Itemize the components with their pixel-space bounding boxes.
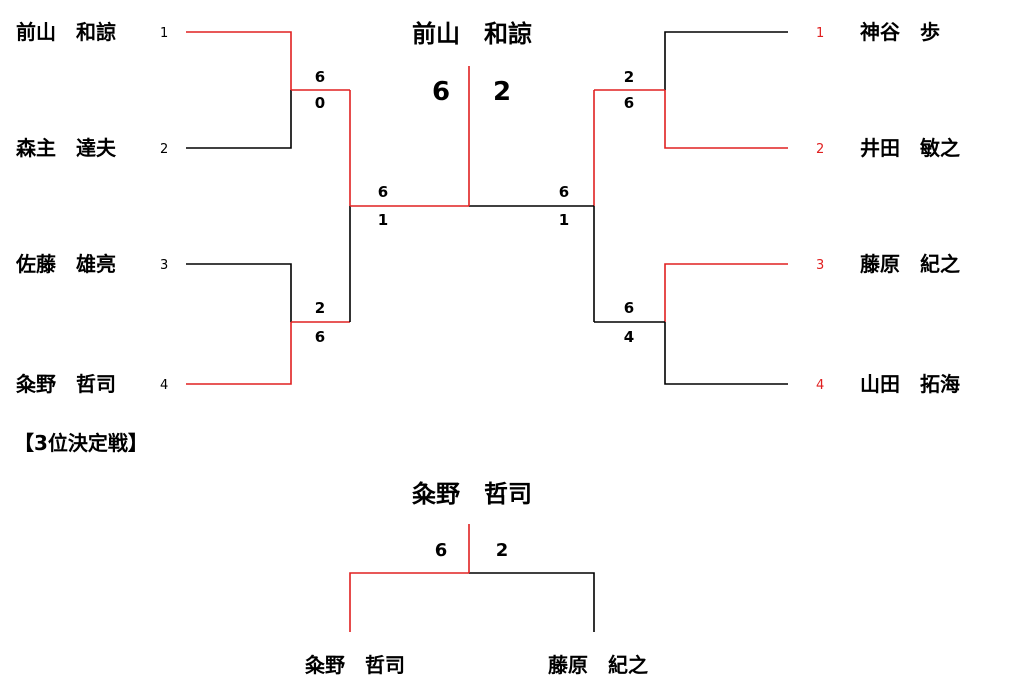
left-qf2-score-lower: 6 bbox=[315, 328, 325, 346]
left-player-3-seed: 3 bbox=[160, 258, 168, 273]
left-player-1-name: 前山 和諒 bbox=[16, 20, 116, 44]
right-qf2-score-upper: 6 bbox=[624, 299, 634, 317]
right-player-3-name: 藤原 紀之 bbox=[859, 252, 960, 276]
right-player-4-seed: 4 bbox=[816, 378, 824, 393]
scores: 6 0 2 6 6 1 2 6 6 4 6 1 6 2 bbox=[315, 68, 634, 346]
left-player-4-name: 粂野 哲司 bbox=[16, 372, 116, 396]
right-semi-score-lower: 1 bbox=[559, 211, 569, 229]
final-score-left: 6 bbox=[432, 77, 450, 107]
third-place-left-line bbox=[349, 572, 469, 632]
third-place-score-left: 6 bbox=[435, 540, 448, 561]
left-p3-line bbox=[186, 263, 292, 322]
right-qf1-score-upper: 2 bbox=[624, 68, 634, 86]
right-qf2-score-lower: 4 bbox=[624, 328, 634, 346]
right-player-1-name: 神谷 歩 bbox=[860, 20, 940, 44]
right-p1-line bbox=[664, 31, 788, 90]
left-p2-line bbox=[186, 90, 292, 149]
third-place-score-right: 2 bbox=[496, 540, 509, 561]
right-player-3-seed: 3 bbox=[816, 258, 824, 273]
final-score-right: 2 bbox=[493, 77, 511, 107]
right-p3-line bbox=[664, 263, 788, 322]
left-qf1-score-lower: 0 bbox=[315, 94, 325, 112]
left-side-lines bbox=[186, 31, 469, 385]
left-player-3-name: 佐藤 雄亮 bbox=[15, 252, 116, 276]
right-side-lines bbox=[469, 31, 788, 385]
left-players: 前山 和諒 1 森主 達夫 2 佐藤 雄亮 3 粂野 哲司 4 bbox=[15, 20, 168, 396]
left-qf2-score-upper: 2 bbox=[315, 299, 325, 317]
left-semi-score-lower: 1 bbox=[378, 211, 388, 229]
right-players: 1 神谷 歩 2 井田 敏之 3 藤原 紀之 4 山田 拓海 bbox=[816, 20, 960, 396]
left-player-2-name: 森主 達夫 bbox=[16, 136, 117, 160]
left-p4-line bbox=[186, 322, 292, 385]
third-place-right-line bbox=[469, 572, 595, 632]
third-place-winner-name: 粂野 哲司 bbox=[412, 480, 532, 508]
champion-name: 前山 和諒 bbox=[412, 20, 532, 48]
right-semi-score-upper: 6 bbox=[559, 183, 569, 201]
left-semi-score-upper: 6 bbox=[378, 183, 388, 201]
right-qf1-score-lower: 6 bbox=[624, 94, 634, 112]
right-player-4-name: 山田 拓海 bbox=[860, 372, 960, 396]
right-player-2-name: 井田 敏之 bbox=[860, 136, 960, 160]
third-place-lines bbox=[349, 524, 595, 632]
right-p2-line bbox=[664, 90, 788, 149]
third-place-player-left: 粂野 哲司 bbox=[305, 653, 405, 677]
right-player-1-seed: 1 bbox=[816, 26, 824, 41]
left-p1-line bbox=[186, 31, 292, 90]
right-p4-line bbox=[664, 322, 788, 385]
left-qf1-score-upper: 6 bbox=[315, 68, 325, 86]
left-player-1-seed: 1 bbox=[160, 26, 168, 41]
right-player-2-seed: 2 bbox=[816, 142, 824, 157]
left-player-2-seed: 2 bbox=[160, 142, 168, 157]
left-player-4-seed: 4 bbox=[160, 378, 168, 393]
third-place-section-label: 【3位決定戦】 bbox=[14, 431, 148, 455]
third-place-player-right: 藤原 紀之 bbox=[547, 653, 648, 677]
